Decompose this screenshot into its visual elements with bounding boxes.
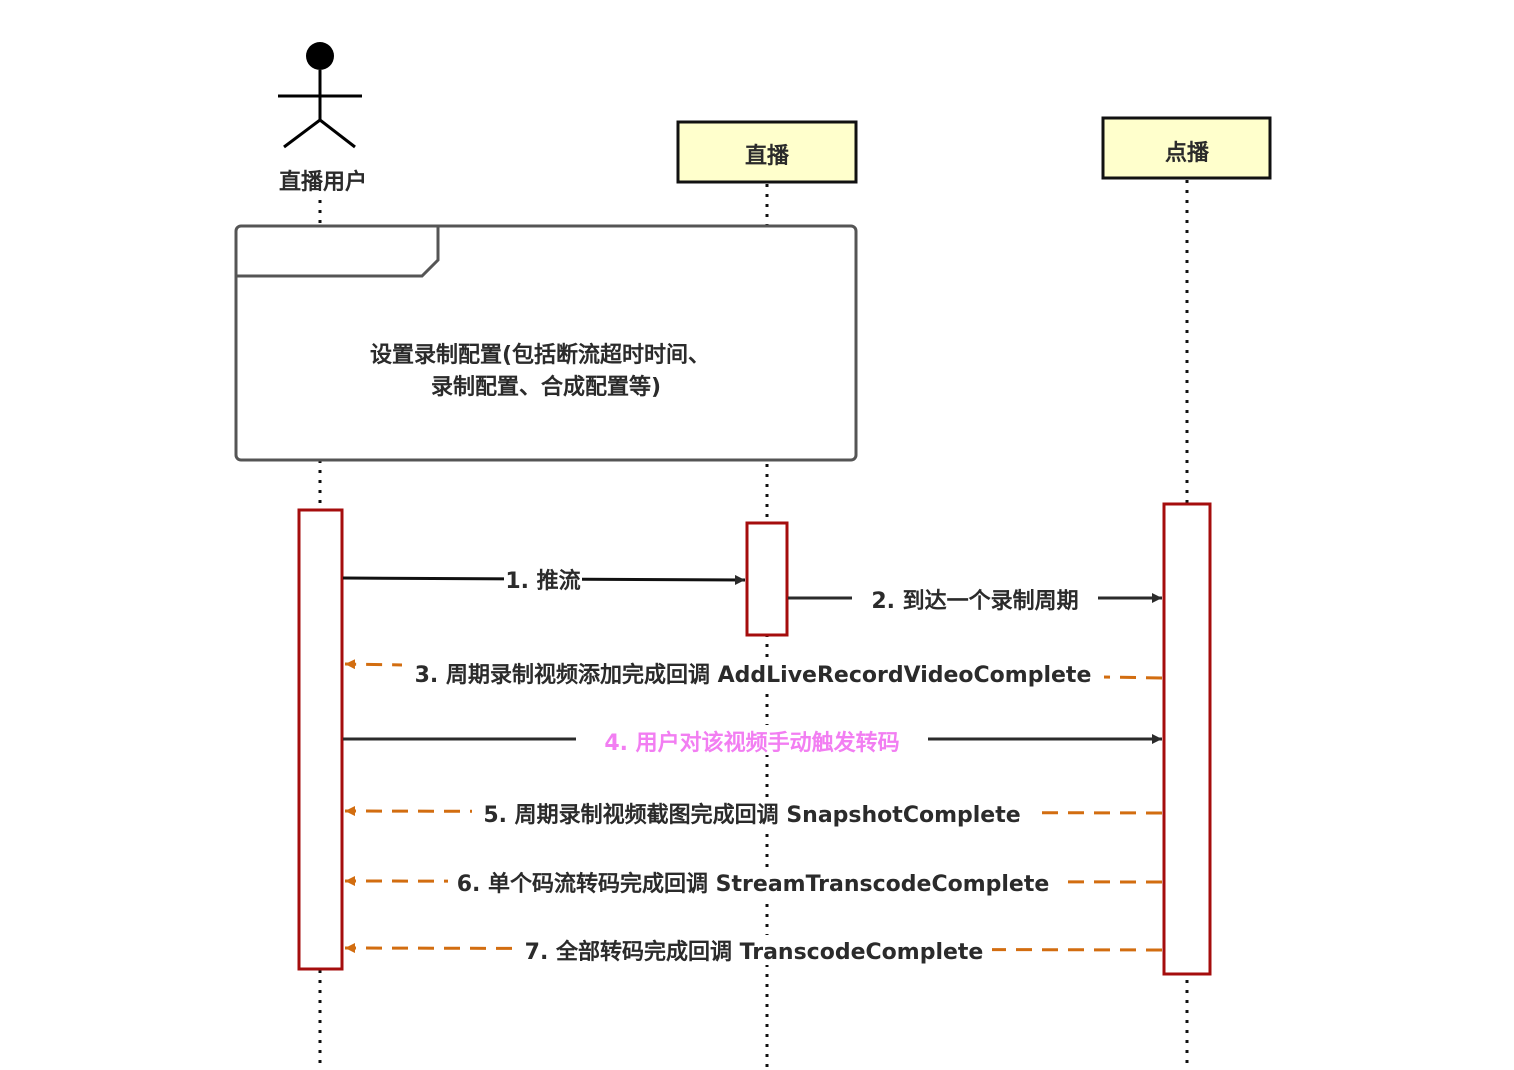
message-4-label: 4. 用户对该视频手动触发转码 (604, 730, 899, 756)
note-line-1: 设置录制配置(包括断流超时时间、 (370, 342, 710, 368)
message-1-label: 1. 推流 (505, 568, 580, 594)
note-line-2: 录制配置、合成配置等) (431, 374, 661, 400)
actor-head-icon (306, 42, 334, 70)
config-note: 设置录制配置(包括断流超时时间、 录制配置、合成配置等) (234, 224, 858, 462)
participant-live-label: 直播 (745, 143, 790, 169)
message-4: 4. 用户对该视频手动触发转码 (343, 725, 1162, 756)
message-2: 2. 到达一个录制周期 (788, 584, 1162, 614)
message-6: 6. 单个码流转码完成回调 StreamTranscodeComplete (344, 867, 1163, 897)
actor-label: 直播用户 (279, 169, 367, 195)
message-5: 5. 周期录制视频截图完成回调 SnapshotComplete (344, 798, 1163, 828)
message-5-label: 5. 周期录制视频截图完成回调 SnapshotComplete (483, 802, 1020, 828)
activation-live (745, 521, 789, 637)
message-3: 3. 周期录制视频添加完成回调 AddLiveRecordVideoComple… (344, 658, 1163, 688)
message-7-arrow (344, 943, 1163, 954)
message-1: 1. 推流 (342, 564, 746, 594)
message-3-label: 3. 周期录制视频添加完成回调 AddLiveRecordVideoComple… (415, 662, 1092, 688)
message-2-label: 2. 到达一个录制周期 (871, 589, 1078, 614)
message-7-label: 7. 全部转码完成回调 TranscodeComplete (525, 939, 984, 965)
actor-user: 直播用户 (278, 42, 367, 195)
participant-vod: 点播 (1101, 116, 1272, 180)
participant-vod-label: 点播 (1165, 140, 1210, 166)
message-6-label: 6. 单个码流转码完成回调 StreamTranscodeComplete (457, 871, 1050, 897)
message-7: 7. 全部转码完成回调 TranscodeComplete (344, 935, 1163, 965)
participant-live: 直播 (676, 120, 858, 184)
activation-user (297, 508, 344, 971)
activation-vod (1162, 502, 1212, 976)
